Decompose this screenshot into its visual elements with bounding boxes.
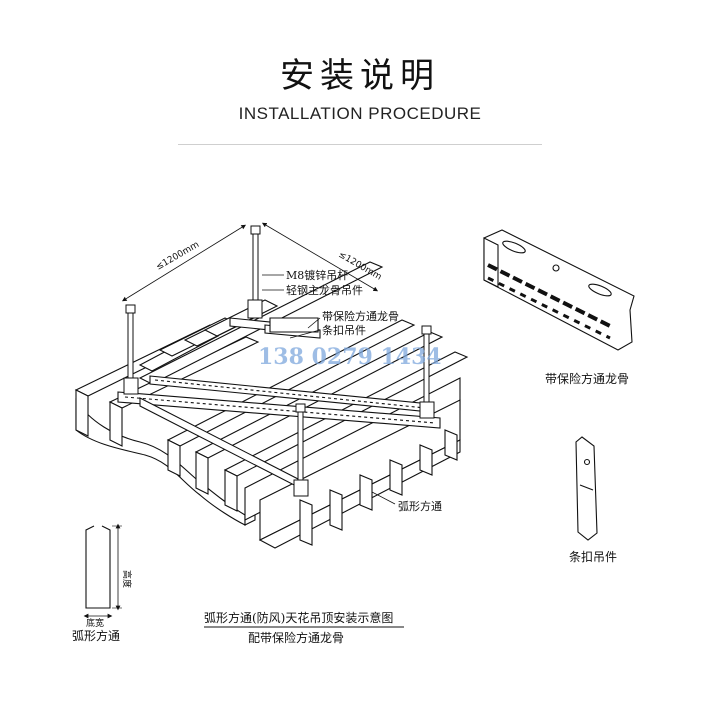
- leader-lines: [262, 274, 396, 505]
- watermark-phone: 138 0279 1434: [258, 344, 442, 370]
- label-threaded-rod: M8镀锌吊杆: [286, 268, 348, 282]
- threaded-rods: [123, 225, 435, 497]
- diagram-caption-line1: 弧形方通(防风)天花吊顶安装示意图: [204, 610, 393, 625]
- profile-height-label: 高度: [121, 570, 133, 588]
- diagram-caption-line2: 配带保险方通龙骨: [248, 630, 344, 645]
- main-hanger: [269, 317, 319, 333]
- safety-keel-caption: 带保险方通龙骨: [545, 371, 629, 386]
- label-arc-tube: 弧形方通: [398, 499, 442, 513]
- page-subtitle: INSTALLATION PROCEDURE: [238, 104, 482, 123]
- title-divider: [178, 144, 542, 145]
- dimension-left-label: ≤1200mm: [155, 240, 202, 273]
- page-title: 安装说明: [280, 56, 440, 96]
- profile-width-label: 底宽: [86, 617, 104, 629]
- arc-tube-slats: [74, 261, 469, 549]
- label-safety-keel: 带保险方通龙骨: [322, 309, 399, 323]
- back-slats: [138, 299, 279, 372]
- ceiling-assembly: [74, 225, 469, 549]
- profile-caption: 弧形方通: [72, 628, 120, 643]
- dimension-lines: [121, 222, 379, 302]
- arc-tube-profile: [83, 523, 122, 619]
- safety-keel-part: [483, 229, 635, 351]
- carrier-keel: [117, 375, 441, 489]
- strip-clip-part: [575, 436, 598, 541]
- label-main-keel-hanger: 轻钢主龙骨吊件: [286, 283, 363, 297]
- label-strip-clip: 条扣吊件: [322, 323, 366, 337]
- strip-clip-caption: 条扣吊件: [569, 550, 617, 564]
